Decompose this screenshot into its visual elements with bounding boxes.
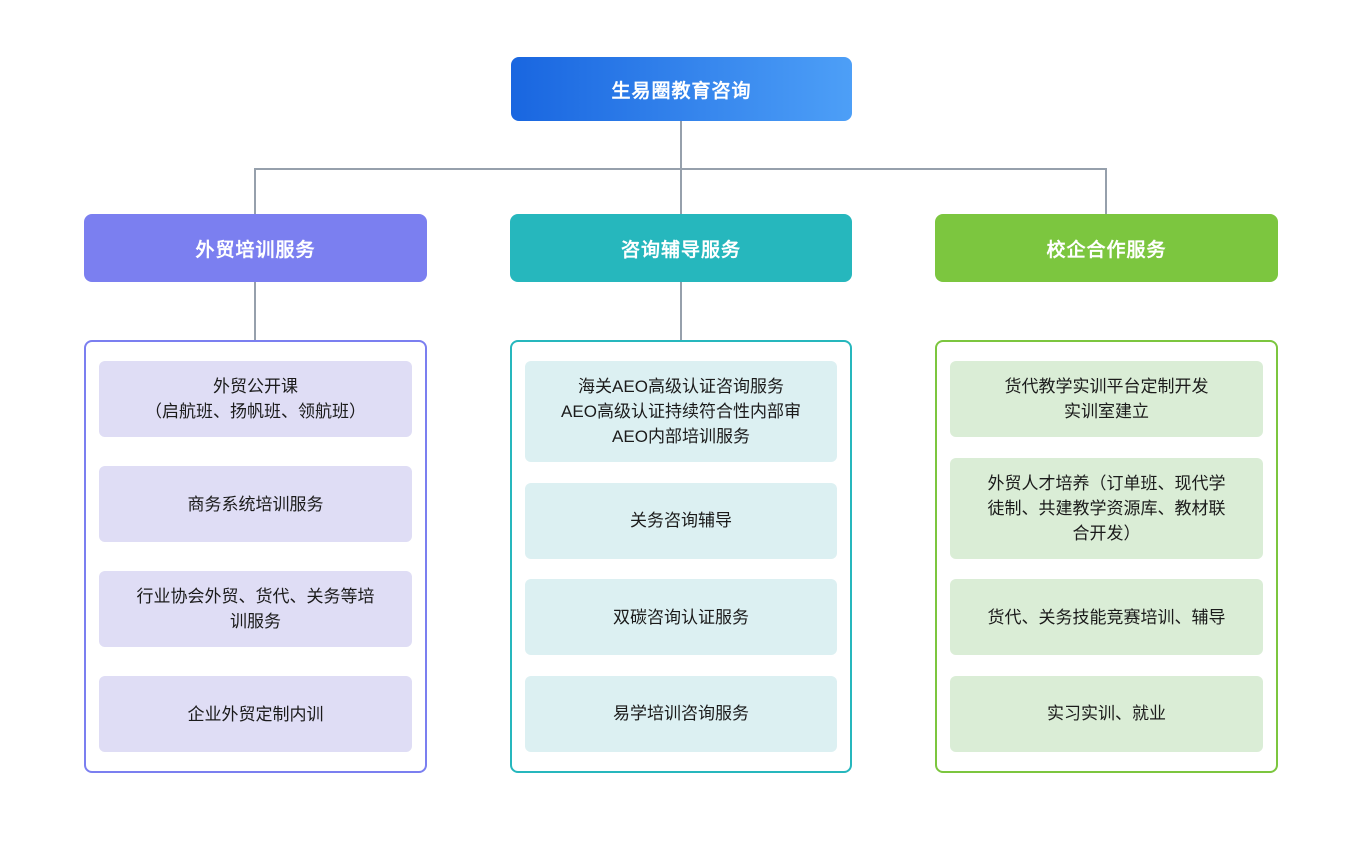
- branch-trade-training-header: 外贸培训服务: [84, 214, 427, 282]
- branch-trade-training: 外贸培训服务 外贸公开课 （启航班、扬帆班、领航班） 商务系统培训服务行业协会外贸…: [84, 214, 427, 773]
- connector-middle-header-body: [680, 282, 682, 340]
- service-item: 商务系统培训服务: [99, 466, 412, 542]
- root-node-label: 生易圈教育咨询: [611, 80, 752, 102]
- connector-left-header-body: [254, 282, 256, 340]
- connector-drop-right: [1105, 168, 1107, 214]
- service-item: 货代、关务技能竞赛培训、辅导: [950, 579, 1263, 656]
- connector-root-down: [680, 121, 682, 170]
- branch-school-enterprise: 校企合作服务 货代教学实训平台定制开发 实训室建立外贸人才培养（订单班、现代学 …: [935, 214, 1278, 773]
- service-item: 企业外贸定制内训: [99, 676, 412, 752]
- branch-header-label: 咨询辅导服务: [620, 239, 741, 261]
- branch-header-label: 外贸培训服务: [195, 239, 316, 261]
- service-item: 外贸人才培养（订单班、现代学 徒制、共建教学资源库、教材联 合开发）: [950, 457, 1263, 559]
- branch-consulting-coaching-body: 海关AEO高级认证咨询服务 AEO高级认证持续符合性内部审 AEO内部培训服务关…: [510, 340, 852, 773]
- service-item: 货代教学实训平台定制开发 实训室建立: [950, 361, 1263, 437]
- service-item: 海关AEO高级认证咨询服务 AEO高级认证持续符合性内部审 AEO内部培训服务: [525, 361, 837, 462]
- service-item: 双碳咨询认证服务: [525, 579, 837, 656]
- service-item: 实习实训、就业: [950, 675, 1263, 752]
- connector-drop-left: [254, 168, 256, 214]
- branch-header-label: 校企合作服务: [1046, 239, 1167, 261]
- branch-consulting-coaching-header: 咨询辅导服务: [510, 214, 852, 282]
- branch-trade-training-body: 外贸公开课 （启航班、扬帆班、领航班） 商务系统培训服务行业协会外贸、货代、关务等…: [84, 340, 427, 773]
- service-item: 易学培训咨询服务: [525, 675, 837, 752]
- branch-consulting-coaching: 咨询辅导服务 海关AEO高级认证咨询服务 AEO高级认证持续符合性内部审 AEO…: [510, 214, 852, 773]
- service-item: 行业协会外贸、货代、关务等培 训服务: [99, 571, 412, 647]
- service-item: 外贸公开课 （启航班、扬帆班、领航班）: [99, 361, 412, 437]
- root-node: 生易圈教育咨询: [511, 57, 852, 121]
- branch-school-enterprise-header: 校企合作服务: [935, 214, 1278, 282]
- branch-school-enterprise-body: 货代教学实训平台定制开发 实训室建立外贸人才培养（订单班、现代学 徒制、共建教学…: [935, 340, 1278, 773]
- connector-drop-middle: [680, 168, 682, 214]
- service-item: 关务咨询辅导: [525, 482, 837, 559]
